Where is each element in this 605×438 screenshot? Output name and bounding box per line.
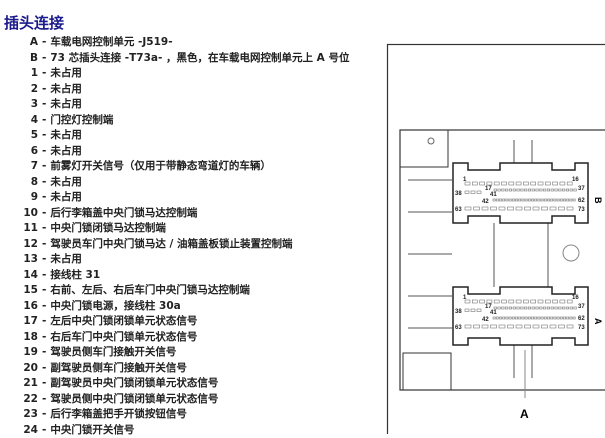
pin-number: 38	[455, 191, 462, 197]
pin-number: 42	[482, 199, 489, 205]
pin-number: 37	[578, 304, 585, 310]
pin-number: 16	[572, 177, 579, 183]
pin-number: 38	[455, 309, 462, 315]
connector-a	[453, 287, 588, 345]
side-label-a: A	[593, 318, 603, 325]
pin-number: 41	[490, 192, 497, 198]
pin-number: 42	[482, 317, 489, 323]
connector-b	[453, 163, 588, 223]
pin-number: 62	[578, 198, 585, 204]
pin-number: 37	[578, 186, 585, 192]
pin-number: 73	[578, 325, 585, 331]
pin-number: 62	[578, 316, 585, 322]
pin-number: 73	[578, 207, 585, 213]
pin-number: 16	[572, 295, 579, 301]
side-label-b: B	[593, 197, 603, 204]
pin-number: 63	[455, 325, 462, 331]
pin-number: 41	[490, 310, 497, 316]
callout-label-a: A	[520, 407, 529, 421]
pin-number: 63	[455, 207, 462, 213]
